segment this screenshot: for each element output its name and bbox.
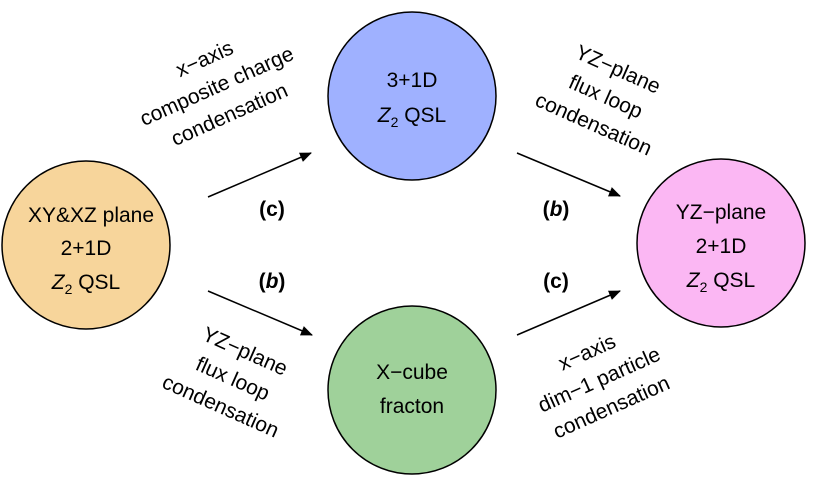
edge-left-to-top-arrow [207, 152, 312, 198]
edge-left-to-top-tag-letter: c [266, 198, 278, 221]
node-bottom-circle [327, 305, 497, 475]
node-bottom-x-cube: X−cube fracton [327, 305, 497, 475]
node-top-circle [327, 11, 497, 181]
edge-top-to-right-tag-close: ) [562, 198, 569, 221]
edge-bottom-to-right-tag-letter: c [550, 270, 562, 293]
node-top-line2-sub: 2 [391, 114, 399, 130]
node-top-3d-qsl: 3+1D Z2 QSL [327, 11, 497, 181]
node-right-line1: YZ−plane [676, 201, 766, 224]
edge-left-to-top-tag-close: ) [278, 198, 285, 221]
edge-top-to-right-tag-letter: b [550, 198, 563, 221]
node-bottom-line2: fracton [380, 395, 444, 418]
edge-bottom-to-right-tag: (c) [543, 270, 569, 293]
node-right-line3-sub: 2 [700, 279, 708, 295]
edge-left-to-bottom-tag-close: ) [278, 270, 285, 293]
node-top-line2-rest: QSL [398, 104, 446, 127]
node-left-line1: XY&XZ plane [28, 204, 154, 227]
edge-bottom-to-right-arrow [516, 290, 621, 336]
node-left-line3-main: Z [51, 271, 66, 294]
edge-left-to-top: x−axis composite charge condensation (c) [137, 36, 312, 221]
node-bottom-line1: X−cube [376, 361, 448, 384]
edge-left-to-bottom-tag-letter: b [266, 270, 279, 293]
edge-bottom-to-right-tag-close: ) [562, 270, 569, 293]
node-left-2d-qsl: XY&XZ plane 2+1D Z2 QSL [1, 160, 171, 330]
node-top-line1: 3+1D [387, 69, 438, 92]
edge-left-to-bottom: (b) YZ−plane flux loop condensation [159, 270, 313, 442]
node-right-circle [636, 158, 806, 328]
node-left-line2: 2+1D [61, 237, 112, 260]
node-right-line3-main: Z [686, 269, 701, 292]
node-top-line2-main: Z [377, 104, 392, 127]
edge-left-to-bottom-tag: (b) [259, 270, 286, 293]
node-left-line3: Z2 QSL [51, 271, 120, 297]
edge-top-to-right-tag-open: ( [543, 198, 550, 221]
node-top-line2: Z2 QSL [377, 104, 446, 130]
node-right-line2: 2+1D [696, 235, 747, 258]
node-left-line3-sub: 2 [65, 281, 73, 297]
node-right-line3: Z2 QSL [686, 269, 755, 295]
edge-left-to-bottom-arrow [207, 290, 313, 336]
edge-left-to-bottom-tag-open: ( [259, 270, 266, 293]
node-left-circle [1, 160, 171, 330]
edge-top-to-right-tag: (b) [543, 198, 570, 221]
edge-bottom-to-right: (c) x−axis dim−1 particle condensation [516, 270, 673, 443]
node-right-2d-qsl: YZ−plane 2+1D Z2 QSL [636, 158, 806, 328]
edge-top-to-right-arrow [516, 152, 621, 197]
node-left-line3-rest: QSL [72, 271, 120, 294]
node-right-line3-rest: QSL [707, 269, 755, 292]
edge-left-to-top-tag: (c) [259, 198, 285, 221]
edge-left-to-top-tag-open: ( [259, 198, 266, 221]
edge-bottom-to-right-tag-open: ( [543, 270, 550, 293]
